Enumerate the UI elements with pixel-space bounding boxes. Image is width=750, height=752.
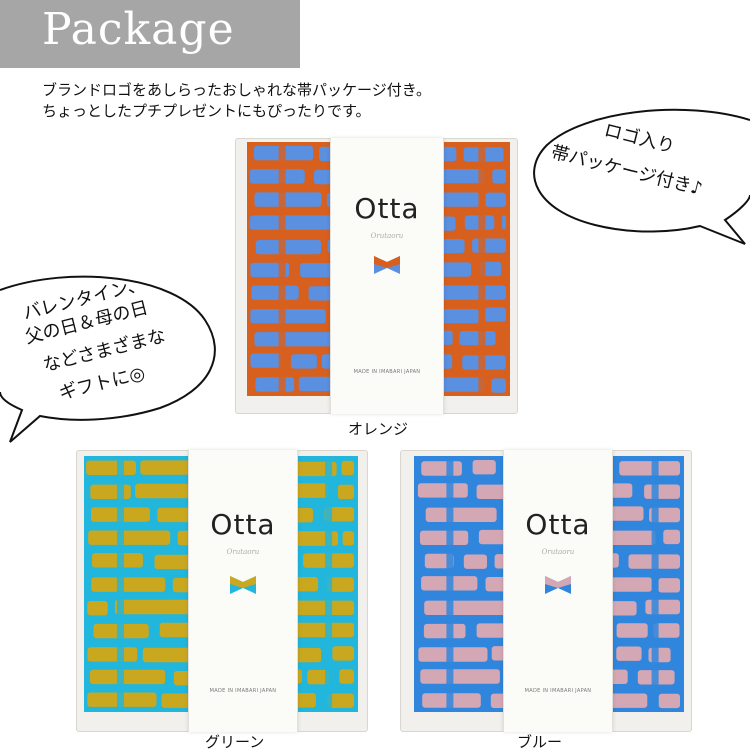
towel-green: Otta Orutaoru MADE IN IMABARI JAPAN bbox=[76, 450, 368, 732]
speech-bubble-left bbox=[0, 275, 216, 443]
header-banner bbox=[0, 0, 300, 68]
header-stripe bbox=[0, 68, 300, 71]
towel-orange: Otta Orutaoru MADE IN IMABARI JAPAN bbox=[235, 138, 518, 414]
page-title: Package bbox=[42, 4, 235, 55]
made-in-text: MADE IN IMABARI JAPAN bbox=[353, 369, 421, 375]
made-in-text: MADE IN IMABARI JAPAN bbox=[524, 688, 592, 694]
description: ブランドロゴをあしらったおしゃれな帯パッケージ付き。 ちょっとしたプチプレゼント… bbox=[42, 80, 431, 122]
made-in-text: MADE IN IMABARI JAPAN bbox=[209, 688, 277, 694]
bow-logo-icon bbox=[545, 576, 571, 594]
description-line-1: ブランドロゴをあしらったおしゃれな帯パッケージ付き。 bbox=[42, 81, 431, 99]
brand-subtitle: Orutaoru bbox=[226, 548, 260, 556]
speech-bubble-right bbox=[533, 108, 750, 245]
brand-logo: Otta bbox=[525, 508, 591, 541]
color-label-blue: ブルー bbox=[517, 733, 563, 751]
package-band: Otta Orutaoru MADE IN IMABARI JAPAN bbox=[503, 450, 613, 732]
brand-subtitle: Orutaoru bbox=[541, 548, 575, 556]
brand-logo: Otta bbox=[354, 192, 420, 225]
brand-subtitle: Orutaoru bbox=[370, 232, 404, 240]
package-band: Otta Orutaoru MADE IN IMABARI JAPAN bbox=[188, 450, 298, 732]
description-line-2: ちょっとしたプチプレゼントにもぴったりです。 bbox=[42, 102, 371, 120]
color-label-green: グリーン bbox=[205, 733, 265, 751]
bow-logo-icon bbox=[230, 576, 256, 594]
towel-blue: Otta Orutaoru MADE IN IMABARI JAPAN bbox=[400, 450, 692, 732]
package-band: Otta Orutaoru MADE IN IMABARI JAPAN bbox=[330, 138, 444, 414]
bow-logo-icon bbox=[374, 256, 400, 274]
brand-logo: Otta bbox=[210, 508, 276, 541]
color-label-orange: オレンジ bbox=[348, 420, 409, 438]
